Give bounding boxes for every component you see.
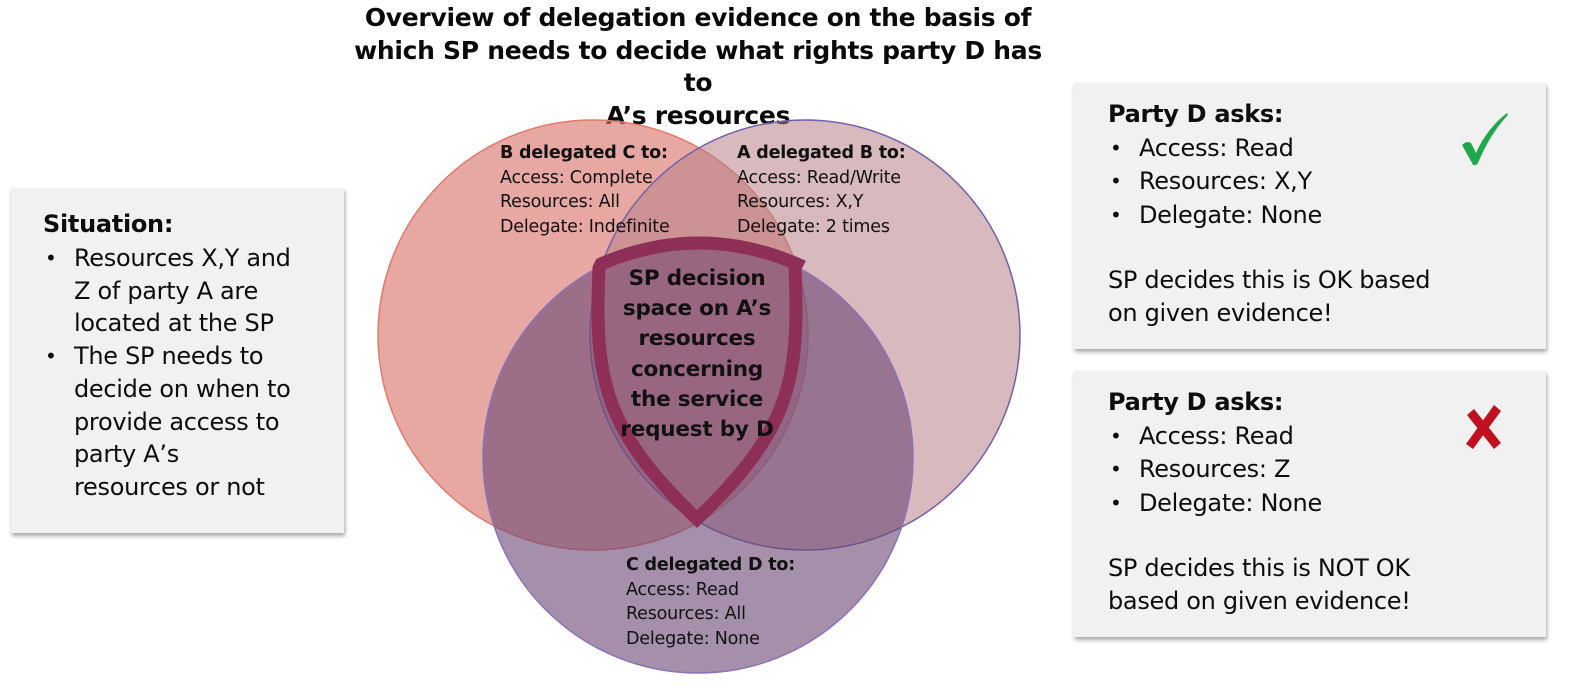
- bullet-icon: •: [45, 344, 57, 369]
- circle-label-line: Delegate: 2 times: [737, 216, 890, 237]
- request-bullet: • Access: Read: [1108, 132, 1322, 165]
- sp-decision-space-label: SP decision space on A’s resources conce…: [600, 264, 794, 445]
- request-panel-denied: Party D asks: • Access: Read • Resources: …: [1074, 371, 1546, 637]
- diagram-title: Overview of delegation evidence on the b…: [340, 2, 1056, 132]
- request-bullet: • Access: Read: [1108, 420, 1322, 453]
- circle-label-heading: C delegated D to:: [626, 555, 795, 575]
- request-bullet-text: Resources: Z: [1139, 455, 1291, 484]
- circle-label-line: Access: Read: [626, 579, 739, 600]
- circle-label-line: Access: Complete: [500, 167, 653, 188]
- circle-label-line: Resources: X,Y: [737, 192, 864, 212]
- circle-label-line: Delegate: None: [626, 628, 760, 649]
- check-icon: [1462, 113, 1508, 166]
- bullet-line: Resources X,Y and: [74, 244, 291, 272]
- situation-bullet: • The SP needs to decide on when to prov…: [43, 340, 333, 504]
- bullet-icon: •: [1110, 169, 1122, 194]
- request-bullet-text: Access: Read: [1139, 134, 1294, 162]
- shield-line: space on A’s: [622, 296, 772, 322]
- request-heading: Party D asks:: [1108, 388, 1284, 416]
- verdict-line: based on given evidence!: [1108, 586, 1411, 615]
- circle-label-line: Resources: All: [626, 604, 746, 624]
- verdict-line: SP decides this is NOT OK: [1108, 554, 1410, 582]
- circle-label-line: Delegate: Indefinite: [500, 216, 670, 237]
- request-heading: Party D asks:: [1108, 100, 1284, 128]
- request-bullet-list: • Access: Read • Resources: Z • Delegate: N…: [1108, 420, 1322, 520]
- shield-icon: [591, 236, 806, 528]
- request-bullet-text: Delegate: None: [1139, 488, 1322, 517]
- request-bullet-list: • Access: Read • Resources: X,Y • Delegate:…: [1108, 132, 1322, 232]
- situation-panel: Situation: • Resources X,Y and Z of part…: [11, 188, 344, 533]
- bullet-icon: •: [1110, 202, 1122, 227]
- situation-heading: Situation:: [43, 210, 174, 238]
- circle-label-a-delegated-b: A delegated B to: Access: Read/Write Res…: [737, 141, 906, 239]
- request-bullet: • Resources: Z: [1108, 453, 1322, 486]
- circle-label-b-delegated-c: B delegated C to: Access: Complete Resou…: [500, 141, 670, 239]
- request-bullet: • Delegate: None: [1108, 487, 1322, 520]
- bullet-icon: •: [1110, 424, 1122, 448]
- bullet-icon: •: [1110, 490, 1122, 515]
- bullet-line: provide access to: [74, 407, 280, 436]
- situation-bullet-list: • Resources X,Y and Z of party A are loc…: [43, 242, 333, 504]
- request-bullet: • Delegate: None: [1108, 199, 1322, 232]
- shield-line: the service: [630, 386, 764, 412]
- bullet-icon: •: [1110, 457, 1122, 482]
- title-line: Overview of delegation evidence on the b…: [364, 3, 1032, 32]
- cross-icon: [1466, 405, 1501, 449]
- request-verdict: SP decides this is OK based on given evi…: [1108, 264, 1468, 329]
- circle-label-c-delegated-d: C delegated D to: Access: Read Resources…: [626, 553, 795, 651]
- shield-line: SP decision: [628, 266, 766, 291]
- bullet-line: resources or not: [74, 472, 265, 501]
- request-bullet: • Resources: X,Y: [1108, 165, 1322, 198]
- verdict-line: on given evidence!: [1108, 298, 1333, 327]
- circle-label-line: Access: Read/Write: [737, 167, 901, 188]
- situation-bullet: • Resources X,Y and Z of party A are loc…: [43, 242, 333, 340]
- bullet-line: Z of party A are: [74, 276, 258, 305]
- request-bullet-text: Access: Read: [1139, 422, 1294, 450]
- request-bullet-text: Resources: X,Y: [1139, 167, 1312, 196]
- bullet-line: The SP needs to: [74, 342, 264, 371]
- bullet-line: decide on when to: [74, 374, 291, 403]
- request-panel-approved: Party D asks: • Access: Read • Resources: …: [1074, 83, 1546, 349]
- circle-label-heading: A delegated B to:: [737, 143, 906, 163]
- title-line: which SP needs to decide what rights par…: [354, 35, 1042, 98]
- circle-label-line: Resources: All: [500, 192, 620, 212]
- bullet-icon: •: [1110, 136, 1122, 160]
- verdict-line: SP decides this is OK based: [1108, 266, 1431, 294]
- bullet-icon: •: [45, 246, 57, 270]
- request-bullet-text: Delegate: None: [1139, 200, 1322, 229]
- shield-line: request by D: [620, 417, 774, 443]
- shield-line: resources: [638, 326, 756, 352]
- bullet-line: party A’s: [74, 440, 179, 469]
- bullet-line: located at the SP: [74, 309, 274, 338]
- request-verdict: SP decides this is NOT OK based on given…: [1108, 552, 1468, 617]
- shield-line: concerning: [630, 356, 764, 382]
- circle-label-heading: B delegated C to:: [500, 143, 668, 163]
